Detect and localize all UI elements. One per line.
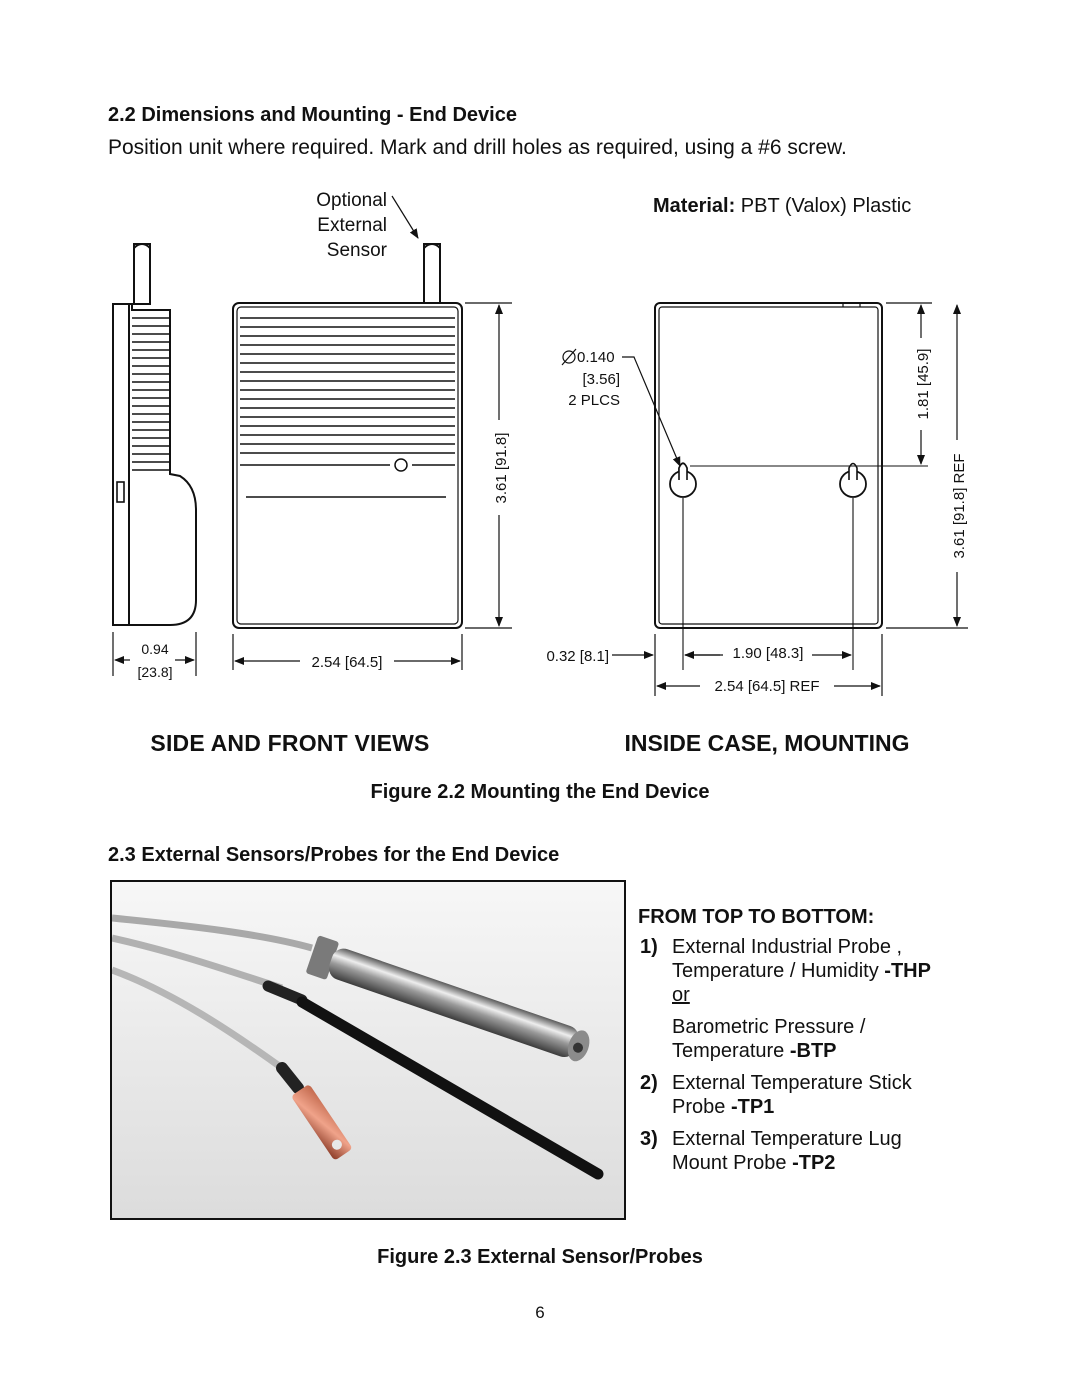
material-label: Material: [653,195,735,217]
probe-item-number: 1) [640,936,658,958]
front-view [232,243,463,629]
probe-item-text: Temperature / Humidity [672,960,885,982]
hole-edge-label: 0.32 [8.1] [546,648,609,665]
side-width-dimension [112,632,197,676]
probe-item-line-with-code: Temperature / Humidity -THP [672,959,978,983]
mounting-diagram: 0.94 [23.8] Optional External Sensor 3.6… [112,190,968,756]
probe-item-line: External Temperature Stick [672,1072,912,1094]
page-number: 6 [535,1303,545,1322]
probe-item-line-with-code: Probe -TP1 [672,1095,978,1119]
front-height-label: 3.61 [91.8] [493,433,510,504]
probe-item-alt-text: Temperature [672,1040,790,1062]
probe-code-btp: -BTP [789,1040,837,1062]
front-height-dimension [465,302,512,629]
probe-item-line: External Temperature Lug [672,1128,902,1150]
hole-offset-dimension [886,302,932,465]
probe-item-number: 2) [640,1072,658,1094]
probe-item-line-with-code: Mount Probe -TP2 [672,1151,978,1175]
hole-centerlines [682,465,928,670]
sensor-callout-line1: Optional [316,190,387,211]
probe-list-header: FROM TOP TO BOTTOM: [638,906,875,928]
side-front-views-title: SIDE AND FRONT VIEWS [150,730,429,756]
side-width-label: 0.94 [141,641,168,657]
sensor-callout-line2: External [317,215,387,236]
probe-item-2: 2) External Temperature Stick Probe -TP1 [638,1071,978,1119]
sensor-callout-line3: Sensor [327,240,388,261]
probe-item-line: External Industrial Probe , [672,936,903,958]
side-width-mm-label: [23.8] [137,664,172,680]
sensor-probes-photo [110,880,626,1220]
front-width-dimension [232,634,463,670]
probe-code-thp: -THP [884,960,931,982]
figure-2-2-caption: Figure 2.2 Mounting the End Device [370,781,710,803]
inside-case-title: INSIDE CASE, MOUNTING [625,730,910,756]
probe-item-text: Mount Probe [672,1152,793,1174]
probe-list: FROM TOP TO BOTTOM: 1) External Industri… [638,906,978,1183]
probes-illustration [112,882,624,1218]
probe-item-alt-line-with-code: Temperature -BTP [672,1039,978,1063]
hole-count-label: 2 PLCS [568,392,620,409]
hole-edge-dimension [612,634,723,696]
hole-spacing-label: 1.90 [48.3] [733,645,804,662]
inside-width-dimension [656,634,883,696]
probe-item-3: 3) External Temperature Lug Mount Probe … [638,1127,978,1175]
front-width-label: 2.54 [64.5] [312,654,383,671]
figure-2-3-caption: Figure 2.3 External Sensor/Probes [377,1246,703,1268]
probe-item-alt-line: Barometric Pressure / [672,1016,866,1038]
probe-item-number: 3) [640,1128,658,1150]
section-heading-2-3: 2.3 External Sensors/Probes for the End … [108,844,560,866]
probe-item-text: Probe [672,1096,731,1118]
probe-item-or: or [672,984,690,1006]
material-spec: Material: PBT (Valox) Plastic [653,195,911,217]
hole-offset-label: 1.81 [45.9] [915,349,932,420]
inside-width-label: 2.54 [64.5] REF [714,678,819,695]
probe-code-tp1: -TP1 [730,1096,775,1118]
hole-dia-label: 0.140 [577,349,615,366]
hole-dia-mm-label: [3.56] [582,371,620,388]
probe-item-1: 1) External Industrial Probe , Temperatu… [638,935,978,1063]
hole-callout-leader [622,356,681,467]
mounting-instruction: Position unit where required. Mark and d… [108,136,847,159]
material-value: PBT (Valox) Plastic [735,195,911,217]
side-view [112,243,197,626]
hole-diameter-symbol [561,348,577,366]
sensor-callout-leader [391,195,419,239]
inside-height-label: 3.61 [91.8] REF [951,453,968,558]
section-heading-2-2: 2.2 Dimensions and Mounting - End Device [108,104,517,126]
inside-height-dimension [886,304,968,629]
probe-code-tp2: -TP2 [792,1152,836,1174]
